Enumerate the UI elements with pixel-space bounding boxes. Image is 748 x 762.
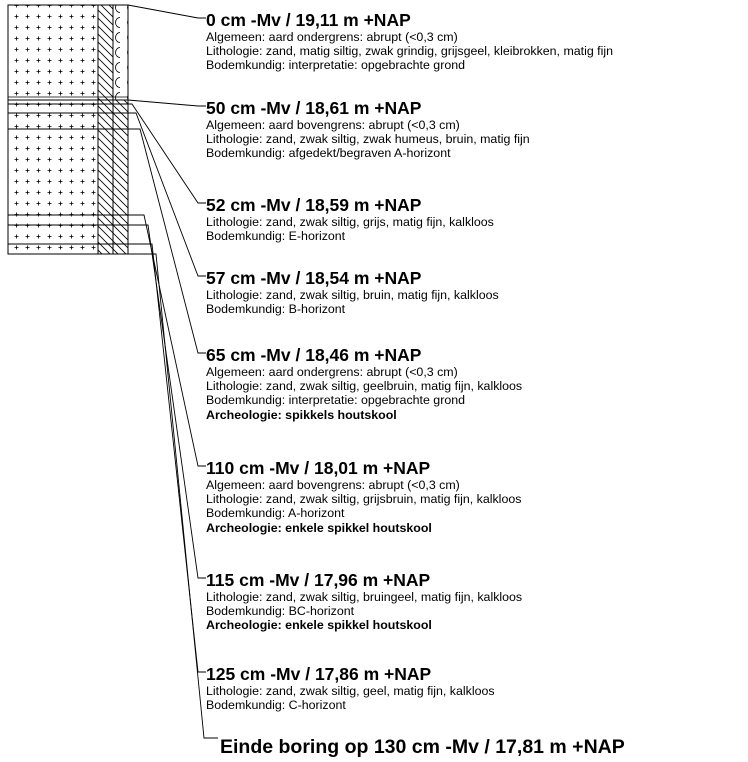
soil-hatch-fill-lower bbox=[113, 100, 128, 254]
description-line: Algemeen: aard ondergrens: abrupt (<0,3 … bbox=[206, 365, 458, 379]
description-line: Bodemkundig: E-horizont bbox=[206, 229, 346, 244]
archeology-line: Archeologie: spikkels houtskool bbox=[206, 407, 397, 422]
archeology-line: Archeologie: enkele spikkel houtskool bbox=[206, 618, 432, 633]
description-line: Lithologie: zand, zwak siltig, zwak hume… bbox=[206, 132, 530, 147]
layer-heading: 110 cm -Mv / 18,01 m +NAP bbox=[206, 458, 431, 478]
archeology-line: Archeologie: enkele spikkel houtskool bbox=[206, 520, 432, 535]
layer-heading: 57 cm -Mv / 18,54 m +NAP bbox=[206, 268, 422, 288]
leader-line-1 bbox=[127, 4, 206, 19]
layer-heading: 125 cm -Mv / 17,86 m +NAP bbox=[206, 664, 432, 684]
description-line: Algemeen: aard bovengrens: abrupt (<0,3 … bbox=[206, 118, 460, 132]
layer-heading: 65 cm -Mv / 18,46 m +NAP bbox=[206, 345, 422, 365]
leader-lines bbox=[127, 4, 218, 739]
description-line: Lithologie: zand, zwak siltig, bruingeel… bbox=[206, 590, 523, 604]
description-line: Lithologie: zand, matig siltig, zwak gri… bbox=[206, 44, 614, 59]
layer-heading: 50 cm -Mv / 18,61 m +NAP bbox=[206, 98, 422, 118]
layer-heading: 52 cm -Mv / 18,59 m +NAP bbox=[206, 195, 422, 215]
description-line: Bodemkundig: B-horizont bbox=[206, 302, 346, 317]
leader-line-8 bbox=[128, 243, 206, 673]
end-of-boring-label: Einde boring op 130 cm -Mv / 17,81 m +NA… bbox=[220, 736, 625, 758]
gravel-fill bbox=[113, 5, 128, 100]
description-line: Algemeen: aard ondergrens: abrupt (<0,3 … bbox=[206, 30, 458, 44]
leader-line-einde bbox=[128, 253, 218, 739]
description-line: Bodemkundig: BC-horizont bbox=[206, 604, 355, 619]
leader-line-2 bbox=[127, 99, 206, 107]
description-line: Bodemkundig: afgedekt/begraven A-horizon… bbox=[206, 146, 451, 161]
description-line: Lithologie: zand, zwak siltig, geel, mat… bbox=[206, 684, 495, 698]
description-line: Lithologie: zand, zwak siltig, geelbruin… bbox=[206, 379, 523, 394]
leader-line-4 bbox=[128, 112, 206, 277]
leader-line-3 bbox=[128, 103, 206, 204]
leader-line-7 bbox=[128, 224, 206, 579]
description-line: Lithologie: zand, zwak siltig, grijsbrui… bbox=[206, 492, 522, 507]
description-line: Bodemkundig: interpretatie: opgebrachte … bbox=[206, 393, 465, 408]
description-line: Lithologie: zand, zwak siltig, bruin, ma… bbox=[206, 288, 499, 302]
layer-heading: 0 cm -Mv / 19,11 m +NAP bbox=[206, 10, 411, 30]
leader-line-6 bbox=[128, 214, 206, 467]
description-line: Bodemkundig: C-horizont bbox=[206, 698, 346, 713]
description-line: Lithologie: zand, zwak siltig, grijs, ma… bbox=[206, 215, 494, 229]
description-line: Bodemkundig: interpretatie: opgebrachte … bbox=[206, 58, 465, 73]
description-line: Bodemkundig: A-horizont bbox=[206, 506, 345, 521]
description-line: Algemeen: aard bovengrens: abrupt (<0,3 … bbox=[206, 478, 460, 492]
leader-line-5 bbox=[128, 128, 206, 354]
core-column bbox=[7, 4, 129, 255]
layer-heading: 115 cm -Mv / 17,96 m +NAP bbox=[206, 570, 431, 590]
